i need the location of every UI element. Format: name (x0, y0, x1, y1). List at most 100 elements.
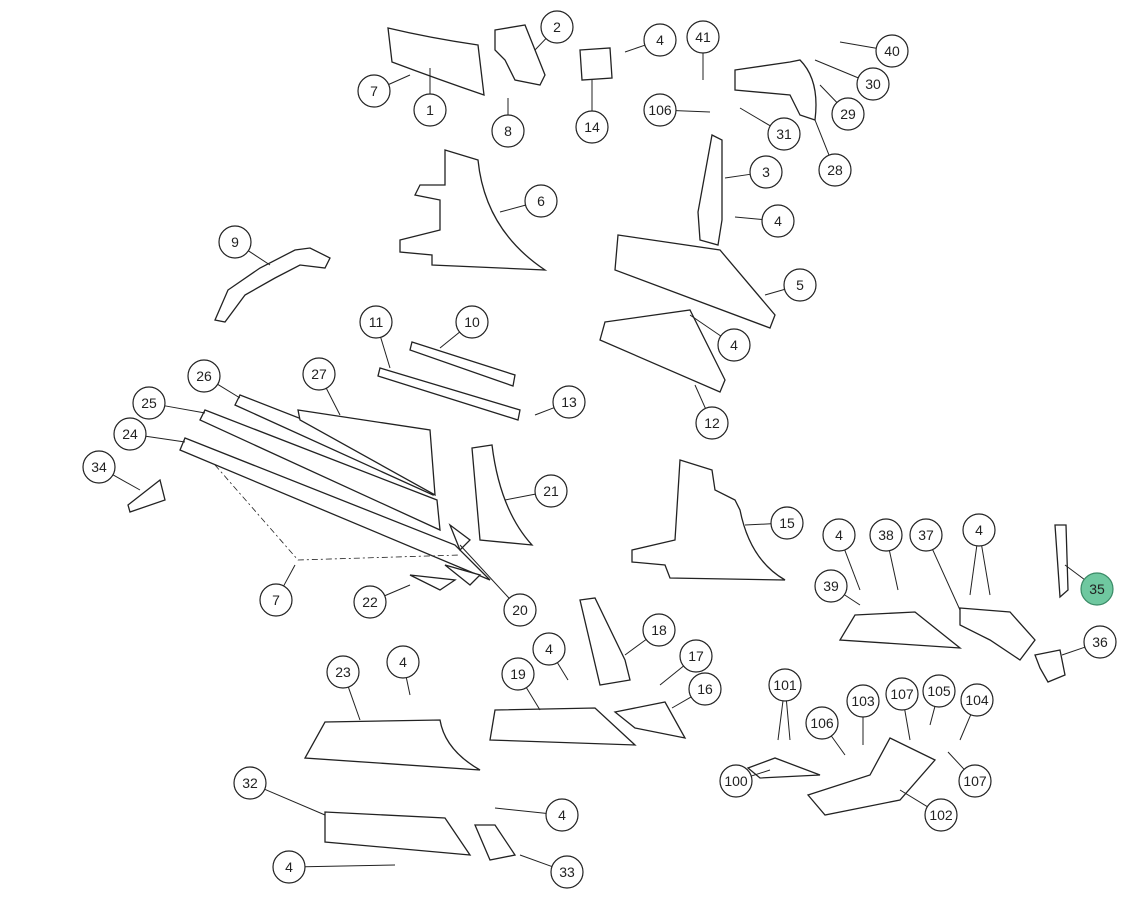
callout-circle (524, 184, 558, 218)
part-10[interactable] (409, 341, 516, 387)
callout-31[interactable]: 31 (739, 107, 801, 151)
part-9[interactable] (214, 247, 331, 323)
leader-line (145, 435, 186, 443)
callout-4[interactable]: 4 (272, 850, 396, 884)
callout-16[interactable]: 16 (671, 672, 722, 709)
callout-6[interactable]: 6 (499, 184, 558, 218)
callout-103[interactable]: 103 (846, 684, 880, 745)
part-33[interactable] (474, 824, 517, 861)
callout-number: 41 (695, 29, 711, 45)
part-12[interactable] (599, 309, 726, 393)
callout-14[interactable]: 14 (575, 80, 609, 144)
callout-15[interactable]: 15 (744, 506, 804, 540)
part-3[interactable] (697, 134, 723, 246)
part-37[interactable] (959, 607, 1036, 661)
callout-11[interactable]: 11 (359, 305, 393, 369)
callout-101[interactable]: 101 (768, 668, 802, 741)
callout-41[interactable]: 41 (686, 20, 720, 80)
callout-4[interactable]: 4 (494, 798, 579, 832)
callout-105[interactable]: 105 (922, 674, 956, 726)
callout-number: 27 (311, 366, 327, 382)
callout-18[interactable]: 18 (624, 613, 676, 656)
callout-12[interactable]: 12 (694, 384, 729, 440)
callout-8[interactable]: 8 (491, 98, 525, 148)
part-28[interactable] (734, 59, 817, 121)
part-36[interactable] (1034, 649, 1066, 683)
part-20[interactable] (409, 523, 482, 591)
callout-4[interactable]: 4 (624, 23, 677, 57)
leader-line (659, 665, 684, 686)
callout-20[interactable]: 20 (459, 544, 537, 627)
callout-32[interactable]: 32 (233, 766, 326, 816)
part-34[interactable] (127, 478, 166, 513)
callout-circle (818, 153, 852, 187)
callout-7[interactable]: 7 (259, 564, 296, 617)
callout-4[interactable]: 4 (734, 204, 795, 238)
callout-1[interactable]: 1 (413, 68, 447, 127)
callout-4[interactable]: 4 (689, 314, 751, 362)
part-25[interactable] (199, 409, 441, 532)
callout-circle (386, 645, 420, 679)
callout-35[interactable]: 35 (1064, 564, 1114, 606)
part-21[interactable] (471, 444, 534, 546)
callout-19[interactable]: 19 (501, 657, 541, 711)
part-2[interactable] (494, 24, 546, 86)
callout-21[interactable]: 21 (504, 474, 568, 508)
callout-4[interactable]: 4 (822, 518, 861, 591)
part-27[interactable] (297, 409, 436, 497)
part-1[interactable] (387, 27, 485, 96)
callout-34[interactable]: 34 (82, 450, 141, 491)
part-32[interactable] (324, 811, 472, 856)
part-23[interactable] (303, 719, 481, 771)
callout-circle (909, 518, 943, 552)
callout-7[interactable]: 7 (357, 74, 411, 108)
callout-102[interactable]: 102 (899, 789, 958, 832)
callout-2[interactable]: 2 (534, 10, 574, 51)
callout-17[interactable]: 17 (659, 639, 713, 686)
callout-24[interactable]: 24 (113, 417, 186, 451)
part-5[interactable] (614, 234, 776, 329)
part-100[interactable] (746, 757, 821, 779)
callout-40[interactable]: 40 (839, 34, 909, 68)
callout-28[interactable]: 28 (814, 119, 852, 187)
callout-3[interactable]: 3 (724, 155, 783, 189)
callout-9[interactable]: 9 (218, 225, 271, 266)
part-6[interactable] (399, 149, 548, 271)
callout-4[interactable]: 4 (962, 513, 996, 596)
callout-29[interactable]: 29 (819, 84, 865, 131)
callout-33[interactable]: 33 (519, 854, 584, 889)
callout-27[interactable]: 27 (302, 357, 341, 416)
callout-number: 35 (1089, 581, 1105, 597)
callout-100[interactable]: 100 (719, 764, 771, 798)
callout-4[interactable]: 4 (386, 645, 420, 696)
callout-22[interactable]: 22 (353, 584, 411, 619)
part-35[interactable] (1054, 524, 1069, 599)
part-15[interactable] (631, 459, 786, 581)
callout-13[interactable]: 13 (534, 385, 586, 419)
part-11[interactable] (377, 367, 521, 421)
part-19[interactable] (489, 707, 637, 746)
part-18[interactable] (579, 597, 631, 686)
callout-106[interactable]: 106 (643, 93, 711, 127)
callout-number: 19 (510, 666, 526, 682)
callout-106[interactable]: 106 (805, 706, 846, 756)
callout-23[interactable]: 23 (326, 655, 361, 721)
callout-30[interactable]: 30 (814, 59, 890, 101)
callout-5[interactable]: 5 (764, 268, 817, 302)
callout-38[interactable]: 38 (869, 518, 903, 591)
callout-10[interactable]: 10 (439, 305, 489, 349)
callout-39[interactable]: 39 (814, 569, 861, 606)
callout-4[interactable]: 4 (532, 632, 569, 681)
callout-26[interactable]: 26 (187, 359, 241, 399)
callout-36[interactable]: 36 (1061, 625, 1117, 659)
part-102[interactable] (806, 737, 937, 816)
part-39[interactable] (838, 611, 963, 649)
callout-104[interactable]: 104 (959, 683, 994, 741)
callout-107[interactable]: 107 (885, 677, 919, 741)
callout-37[interactable]: 37 (909, 518, 961, 611)
part-14[interactable] (579, 47, 613, 81)
part-24[interactable] (179, 437, 491, 581)
part-16[interactable] (613, 701, 687, 739)
callout-107[interactable]: 107 (947, 751, 992, 798)
callout-25[interactable]: 25 (132, 386, 206, 420)
